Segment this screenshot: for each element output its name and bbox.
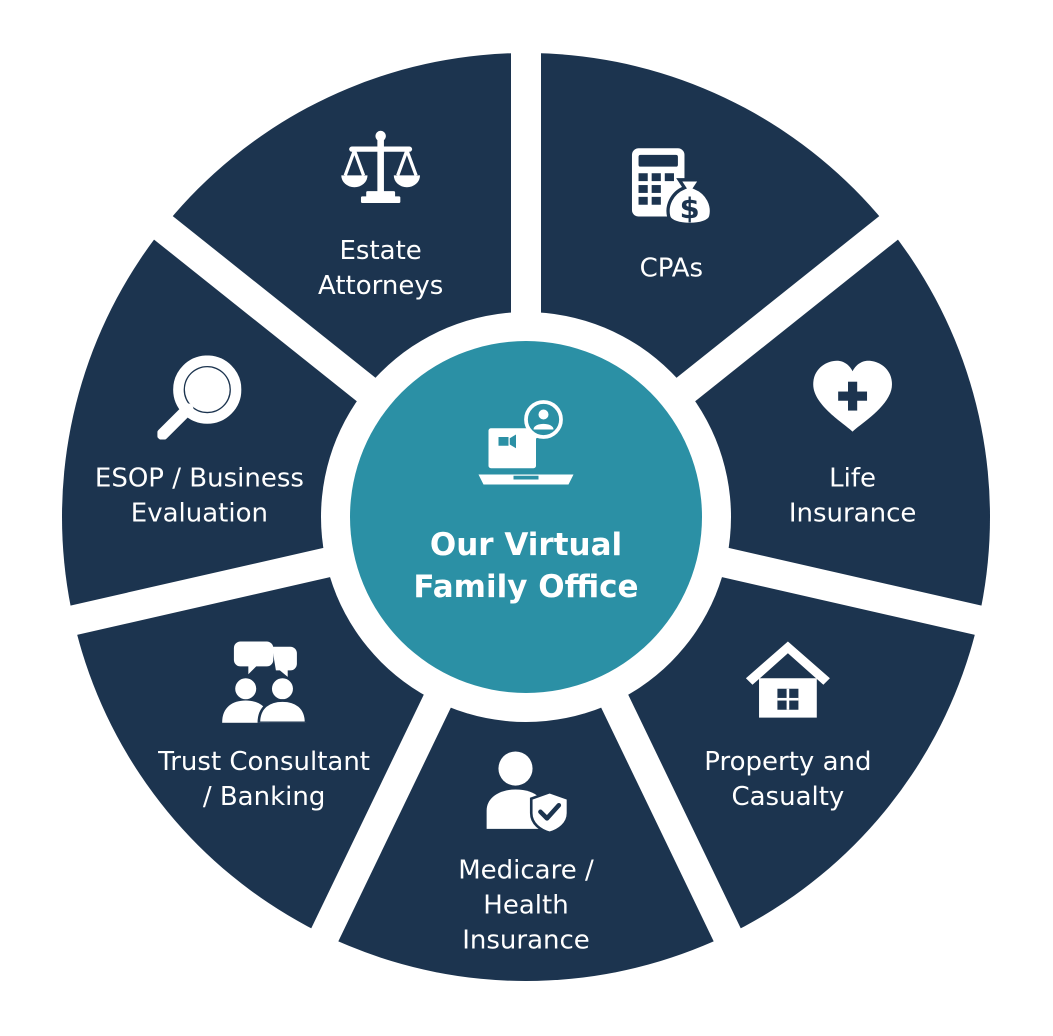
segment-label-estate-attorneys-line-2: Attorneys (318, 271, 443, 301)
segment-label-medicare-health-insurance-line-2: Health (483, 891, 568, 921)
segment-label-esop-business-evaluation-line-1: ESOP / Business (95, 463, 304, 493)
segment-label-esop-business-evaluation-line-2: Evaluation (131, 498, 268, 528)
segment-label-estate-attorneys-line-1: Estate (340, 236, 422, 266)
center-layer: Our Virtual Family Office (350, 341, 702, 693)
segment-label-life-insurance-line-2: Insurance (789, 498, 917, 528)
segment-label-medicare-health-insurance-line-3: Insurance (462, 926, 590, 956)
segment-label-medicare-health-insurance-line-1: Medicare / (458, 856, 594, 886)
segment-label-property-casualty-line-1: Property and (704, 747, 871, 777)
center-circle (350, 341, 702, 693)
segment-label-cpas-line-1: CPAs (640, 254, 704, 284)
segment-label-property-casualty-line-2: Casualty (731, 782, 844, 812)
center-title-line1: Our Virtual (430, 527, 622, 563)
segment-cpas: CPAs (630, 146, 714, 284)
center-title-line2: Family Office (413, 569, 638, 605)
segment-label-life-insurance-line-1: Life (829, 463, 876, 493)
segment-trust-consultant-banking: Trust Consultant / Banking (157, 640, 370, 812)
segment-label-trust-consultant-banking-line-2: / Banking (203, 782, 326, 812)
segment-label-trust-consultant-banking-line-1: Trust Consultant (157, 747, 370, 777)
